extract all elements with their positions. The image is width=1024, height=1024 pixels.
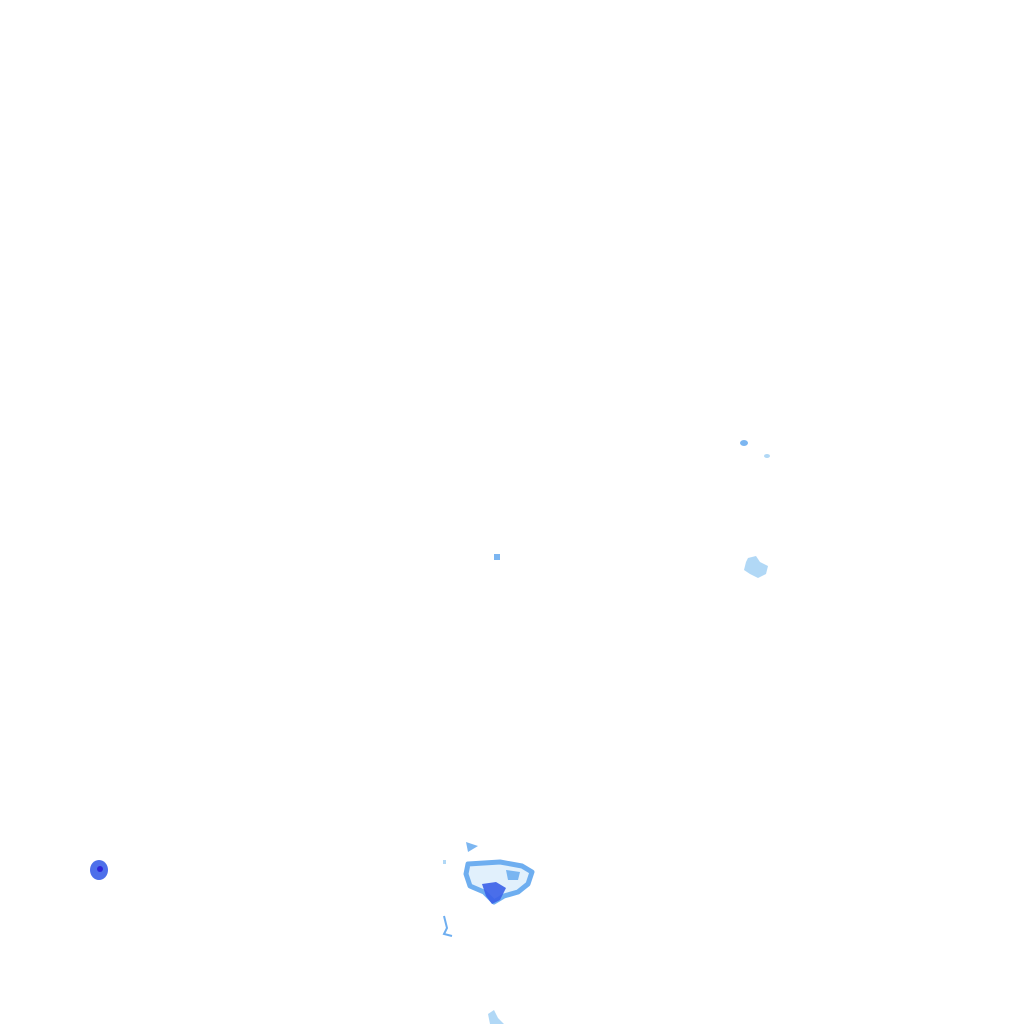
radar-echo: [764, 454, 770, 458]
radar-echo: [466, 842, 478, 852]
radar-echo: [506, 870, 520, 880]
radar-echo-east: [744, 556, 768, 578]
radar-echo: [740, 440, 748, 446]
echo-cluster-south-central: [442, 842, 535, 1024]
radar-echo: [443, 860, 446, 864]
radar-echo: [488, 1010, 504, 1024]
echo-west: [90, 860, 108, 880]
radar-echo: [494, 554, 500, 560]
radar-echo-storm-core: [482, 882, 506, 904]
radar-echo-streak: [442, 915, 453, 937]
echo-cluster-northeast: [740, 440, 770, 458]
radar-echo-core: [97, 866, 103, 872]
